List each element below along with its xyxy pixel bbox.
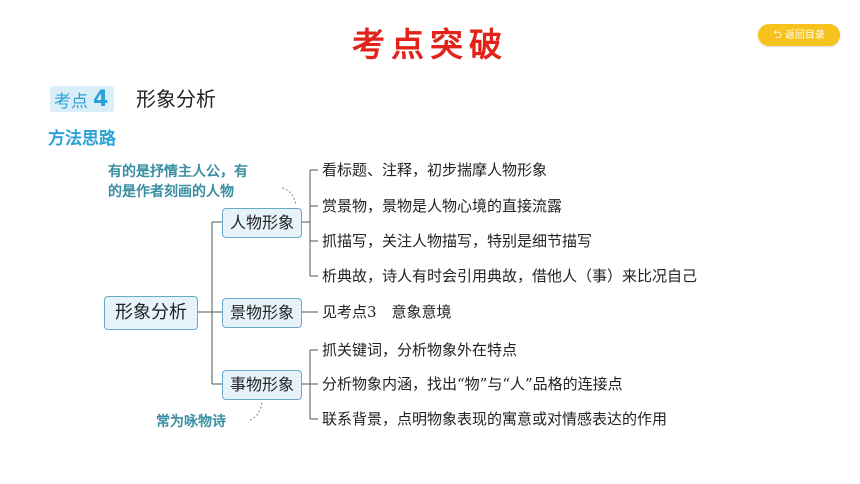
object-note: 常为咏物诗 bbox=[156, 412, 226, 432]
branch-scenery: 景物形象 bbox=[222, 298, 302, 328]
character-item: 析典故，诗人有时会引用典故，借他人（事）来比况自己 bbox=[322, 267, 698, 285]
character-item: 抓描写，关注人物描写，特别是细节描写 bbox=[322, 232, 593, 250]
character-item: 看标题、注释，初步揣摩人物形象 bbox=[322, 161, 548, 179]
branch-character: 人物形象 bbox=[222, 208, 302, 238]
return-arrow-icon: ⮌ bbox=[773, 28, 782, 41]
object-item: 分析物象内涵，找出“物”与“人”品格的连接点 bbox=[322, 375, 623, 393]
character-note-line: 的是作者刻画的人物 bbox=[108, 184, 234, 200]
character-note: 有的是抒情主人公，有 的是作者刻画的人物 bbox=[108, 162, 248, 202]
method-heading: 方法思路 bbox=[48, 129, 116, 149]
topic-label: 考点 bbox=[54, 91, 88, 112]
object-note-line: 常为咏物诗 bbox=[156, 414, 226, 430]
topic-title: 形象分析 bbox=[136, 87, 216, 111]
topic-badge: 考点 4 bbox=[50, 86, 115, 112]
object-item: 联系背景，点明物象表现的寓意或对情感表达的作用 bbox=[322, 410, 668, 428]
character-note-line: 有的是抒情主人公，有 bbox=[108, 164, 248, 180]
object-item: 抓关键词，分析物象外在特点 bbox=[322, 341, 518, 359]
back-to-contents-button[interactable]: ⮌返回目录 bbox=[758, 24, 840, 46]
back-button-label: 返回目录 bbox=[784, 30, 825, 41]
character-item: 赏景物，景物是人物心境的直接流露 bbox=[322, 197, 563, 215]
scenery-item: 见考点3 意象意境 bbox=[322, 303, 452, 321]
topic-number: 4 bbox=[93, 86, 109, 112]
page-title: 考点突破 bbox=[352, 25, 508, 64]
mindmap-root: 形象分析 bbox=[104, 296, 198, 330]
branch-object: 事物形象 bbox=[222, 370, 302, 400]
